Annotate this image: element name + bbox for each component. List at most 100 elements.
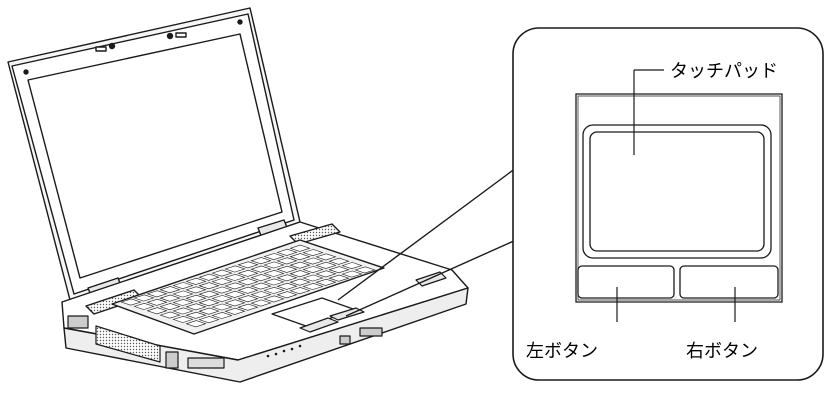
keyboard-key — [198, 282, 220, 290]
callout-connector — [337, 167, 517, 317]
keyboard-key — [315, 270, 337, 278]
keyboard-key — [146, 307, 168, 315]
keyboard-key — [302, 274, 324, 282]
keyboard-key — [237, 303, 259, 311]
touchpad-surface — [589, 131, 765, 252]
keyboard-key — [289, 287, 311, 295]
keyboard-key — [289, 253, 311, 261]
keyboard-key — [172, 298, 194, 306]
keyboard-key — [185, 286, 207, 294]
keyboard-key — [276, 265, 298, 273]
keyboard-key — [146, 290, 168, 298]
keyboard-key — [276, 282, 298, 290]
keyboard-key — [211, 278, 233, 286]
keyboard-key — [341, 270, 363, 278]
keyboard-key — [211, 286, 233, 294]
keyboard-key — [289, 261, 311, 269]
keyboard-key — [211, 295, 233, 303]
laptop-screen — [27, 33, 283, 279]
status-leds — [266, 344, 302, 358]
keyboard-key — [172, 282, 194, 290]
keyboard-key — [198, 290, 220, 298]
keyboard-key — [172, 290, 194, 298]
laptop-illustration — [7, 7, 469, 383]
zoom-panel: タッチパッド 左ボタン 右ボタン — [512, 27, 824, 381]
keyboard-key — [263, 278, 285, 286]
keyboard-key — [224, 299, 246, 307]
side-vent — [95, 325, 161, 363]
keyboard-key — [224, 290, 246, 298]
keyboard-key — [237, 278, 259, 286]
keyboard-key — [354, 266, 376, 274]
keyboard-key — [211, 303, 233, 311]
keyboard-key — [276, 257, 298, 265]
keyboard-key — [198, 307, 220, 315]
keyboard-key — [211, 269, 233, 277]
keyboard-key — [185, 320, 207, 328]
keyboard-key — [133, 294, 155, 302]
keyboard-key — [224, 265, 246, 273]
keyboard-key — [224, 282, 246, 290]
keyboard-key — [224, 307, 246, 315]
keyboard-key — [276, 291, 298, 299]
keyboard-key — [315, 278, 337, 286]
keyboard-key — [133, 302, 155, 310]
keyboard-key — [302, 249, 324, 257]
keyboard-key — [159, 311, 181, 319]
keyboard-key — [120, 298, 142, 306]
right-click-button — [679, 265, 779, 299]
keyboard-key — [185, 311, 207, 319]
left-button-label: 左ボタン — [526, 341, 598, 362]
keyboard-key — [237, 295, 259, 303]
keyboard-key — [263, 261, 285, 269]
keyboard-key — [250, 257, 272, 265]
keyboard-key — [302, 257, 324, 265]
keyboard-key — [276, 248, 298, 256]
keyboard-key — [146, 298, 168, 306]
keyboard-key — [315, 253, 337, 261]
keyboard-key — [328, 274, 350, 282]
keyboard-key — [250, 291, 272, 299]
keyboard-key — [289, 244, 311, 252]
keyboard-key — [211, 311, 233, 319]
keyboard-key — [198, 299, 220, 307]
keyboard-key — [250, 274, 272, 282]
port — [67, 315, 89, 329]
keyboard-key — [315, 261, 337, 269]
keyboard-key — [328, 257, 350, 265]
keyboard-key — [289, 270, 311, 278]
keyboard-key — [237, 261, 259, 269]
keyboard-key — [302, 282, 324, 290]
keyboard-key — [185, 303, 207, 311]
keyboard-key — [302, 266, 324, 274]
keyboard-key — [224, 273, 246, 281]
keyboard-key — [237, 286, 259, 294]
touchpad-label: タッチパッド — [670, 61, 778, 82]
keyboard-key — [328, 266, 350, 274]
keyboard-key — [263, 286, 285, 294]
keyboard-key — [198, 316, 220, 324]
keyboard-key — [185, 277, 207, 285]
keyboard-key — [250, 265, 272, 273]
keyboard-key — [172, 307, 194, 315]
keyboard-key — [250, 299, 272, 307]
keyboard-key — [263, 295, 285, 303]
keyboard-key — [172, 315, 194, 323]
left-click-button — [577, 265, 675, 299]
right-button-label: 右ボタン — [686, 341, 758, 362]
keyboard-key — [159, 294, 181, 302]
keyboard-key — [198, 273, 220, 281]
keyboard-key — [263, 269, 285, 277]
keyboard-key — [159, 303, 181, 311]
keyboard-key — [237, 269, 259, 277]
keyboard-key — [276, 274, 298, 282]
keyboard-key — [250, 282, 272, 290]
webcam-icon — [108, 42, 116, 50]
keyboard-key — [159, 286, 181, 294]
keyboard-key — [289, 278, 311, 286]
keyboard-key — [341, 262, 363, 270]
indicator-icon — [166, 32, 174, 40]
keyboard-key — [263, 253, 285, 261]
keyboard-key — [185, 294, 207, 302]
